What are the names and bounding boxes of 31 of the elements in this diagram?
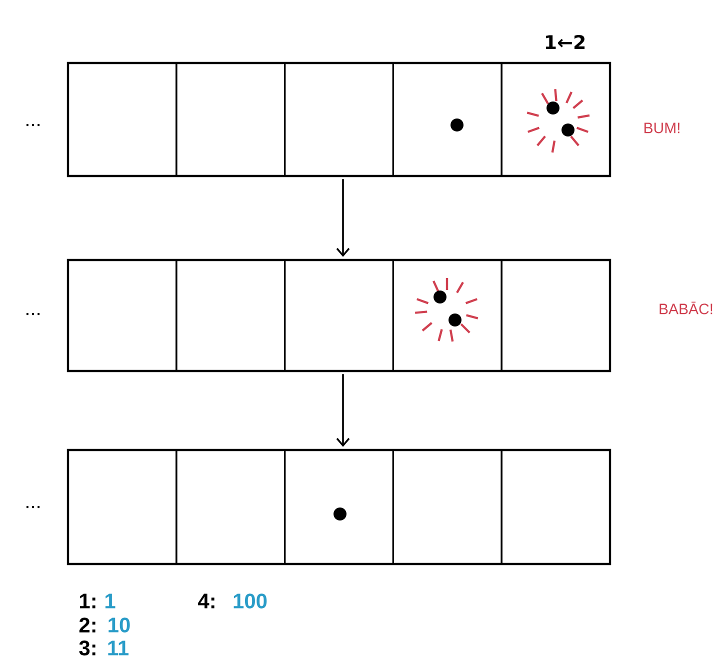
cell-box bbox=[284, 449, 394, 565]
cell-box bbox=[176, 449, 286, 565]
sound-label: BUM! bbox=[644, 122, 680, 134]
binary-value: 10 bbox=[108, 618, 130, 632]
cell-box bbox=[392, 62, 502, 177]
direction-label: 1←2 bbox=[546, 34, 585, 50]
binary-value: 11 bbox=[108, 640, 128, 656]
ellipsis: ... bbox=[26, 312, 40, 316]
cell-box bbox=[67, 259, 178, 372]
cell-box bbox=[500, 259, 611, 372]
cell-box bbox=[67, 449, 178, 565]
cell-box bbox=[176, 62, 286, 177]
cell-box bbox=[176, 259, 286, 372]
key-label: 2: bbox=[79, 618, 96, 632]
cell-box bbox=[500, 449, 611, 565]
sound-label: BABĀC! bbox=[660, 302, 712, 314]
key-label: 4: bbox=[198, 594, 214, 608]
ellipsis: ... bbox=[26, 506, 40, 508]
cell-box bbox=[500, 62, 611, 177]
cell-box bbox=[392, 449, 502, 565]
key-label: 1: bbox=[80, 594, 96, 608]
binary-value: 1 bbox=[105, 594, 116, 608]
cell-box bbox=[284, 62, 394, 177]
ellipsis: ... bbox=[26, 124, 40, 126]
key-label: 3: bbox=[79, 640, 96, 656]
arrow bbox=[336, 179, 350, 257]
binary-value: 100 bbox=[234, 594, 267, 608]
arrow bbox=[336, 374, 350, 447]
cell-box bbox=[284, 259, 394, 372]
cell-box bbox=[67, 62, 178, 177]
cell-box bbox=[392, 259, 502, 372]
